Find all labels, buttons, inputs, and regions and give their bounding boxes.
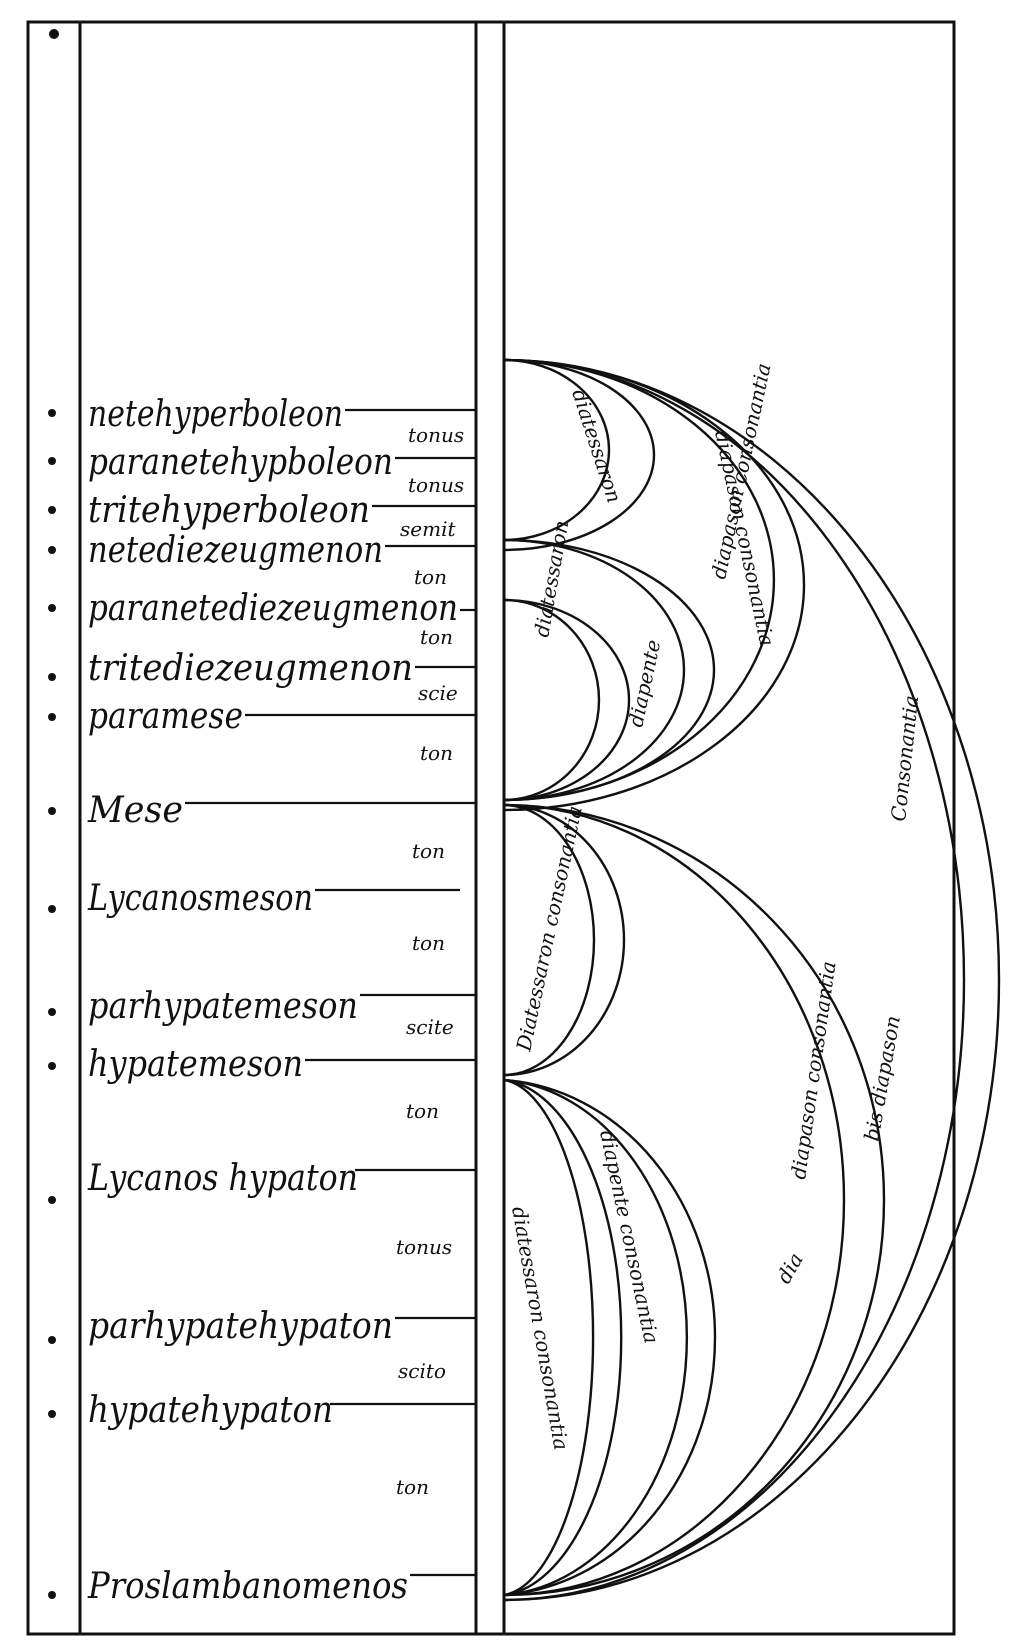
note-label: parhypatehypaton xyxy=(88,1306,393,1347)
bullet xyxy=(48,409,56,417)
bullet xyxy=(48,1062,56,1070)
arc xyxy=(503,538,716,802)
arc xyxy=(503,358,611,542)
bullet xyxy=(48,604,56,612)
step-label: scite xyxy=(406,1015,454,1039)
step-label: ton xyxy=(420,741,453,765)
note-names: netehyperboleon paranetehypboleon triteh… xyxy=(87,394,458,1607)
arc xyxy=(503,538,686,802)
arc-label: diapente xyxy=(623,637,665,729)
bullet xyxy=(48,1196,56,1204)
outer-frame xyxy=(26,20,956,1636)
bullet xyxy=(48,905,56,913)
step-label: semit xyxy=(400,517,456,541)
arc xyxy=(503,803,626,1077)
note-label: Lycanosmeson xyxy=(87,878,313,919)
step-label: tonus xyxy=(408,473,464,497)
note-label: hypatemeson xyxy=(88,1044,303,1085)
bullet xyxy=(48,807,56,815)
arc xyxy=(503,358,966,1602)
arc xyxy=(503,1078,689,1597)
note-label: parhypatemeson xyxy=(88,986,358,1027)
arc xyxy=(503,1078,623,1597)
arc-label: diatessaron xyxy=(567,386,626,506)
step-label: ton xyxy=(420,625,453,649)
note-label: netediezeugmenon xyxy=(88,530,383,571)
bullet xyxy=(48,673,56,681)
arc xyxy=(503,1078,595,1597)
note-label: paranetehypboleon xyxy=(88,442,393,483)
arc xyxy=(503,598,631,802)
note-label: paranetediezeugmenon xyxy=(88,588,458,629)
arc xyxy=(503,803,886,1597)
step-label: ton xyxy=(406,1099,439,1123)
bullet xyxy=(48,1591,56,1599)
arc xyxy=(503,358,656,552)
arc xyxy=(503,358,1001,1602)
arc-label: diatessaron consonantia xyxy=(507,1205,573,1452)
step-label: tonus xyxy=(396,1235,452,1259)
bullet xyxy=(48,1336,56,1344)
arc-label: Consonantia xyxy=(886,694,923,822)
bullet xyxy=(48,1410,56,1418)
note-label: Lycanos hypaton xyxy=(87,1158,358,1199)
bullet xyxy=(48,457,56,465)
arc xyxy=(503,1078,717,1597)
note-label: paramese xyxy=(88,696,243,737)
note-leader-lines xyxy=(185,408,476,1577)
step-label: ton xyxy=(412,839,445,863)
arc-label: dia xyxy=(772,1249,808,1288)
consonance-arcs xyxy=(503,358,1001,1602)
note-label: Mese xyxy=(87,790,183,831)
step-label: ton xyxy=(414,565,447,589)
step-label: ton xyxy=(412,931,445,955)
bullet xyxy=(48,506,56,514)
top-bullet xyxy=(49,29,59,39)
arc xyxy=(503,803,846,1597)
step-label: ton xyxy=(396,1475,429,1499)
bullet xyxy=(48,1008,56,1016)
arc-label: Diatessaron consonantia xyxy=(511,804,587,1055)
note-label: tritediezeugmenon xyxy=(88,648,413,689)
arc xyxy=(503,803,596,1077)
note-label: tritehyperboleon xyxy=(88,490,370,531)
step-label: scie xyxy=(418,681,458,705)
bullet xyxy=(48,713,56,721)
arc xyxy=(503,598,601,802)
step-label: scito xyxy=(398,1359,446,1383)
bullet xyxy=(48,546,56,554)
note-bullets xyxy=(48,409,56,1599)
step-label: tonus xyxy=(408,423,464,447)
note-label: Proslambanomenos xyxy=(87,1566,408,1607)
note-label: netehyperboleon xyxy=(88,394,343,435)
arc-labels: diatessaron diapason consonantia diatess… xyxy=(507,361,923,1452)
note-label: hypatehypaton xyxy=(88,1390,333,1431)
step-labels: tonus tonus semit ton ton scie ton ton t… xyxy=(396,423,464,1499)
